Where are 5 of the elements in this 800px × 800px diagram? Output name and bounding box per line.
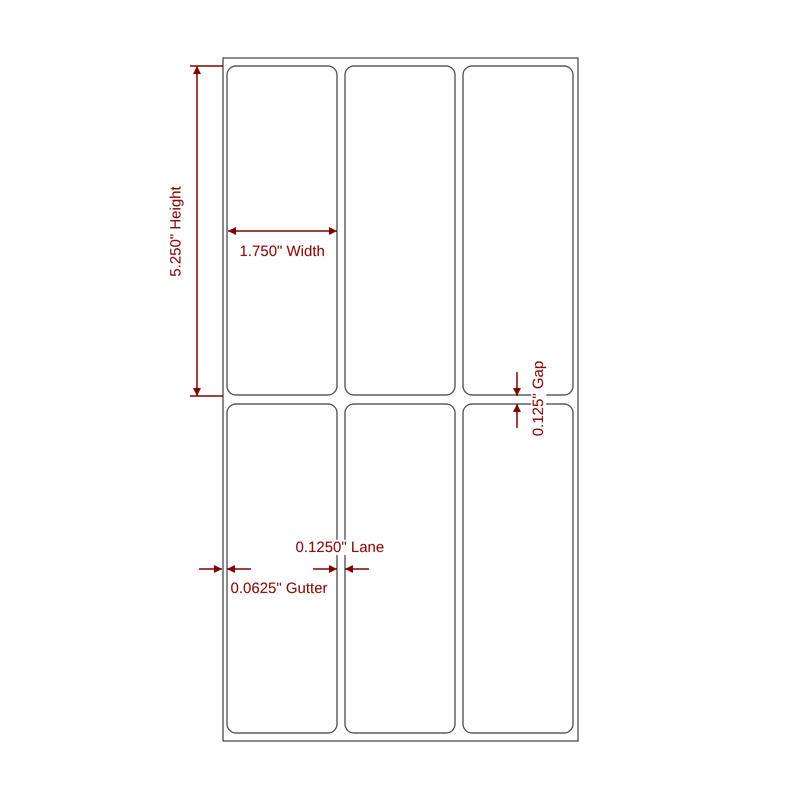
height-dimension-label: 5.250" Height [168, 184, 184, 278]
gap-dimension-label: 0.125" Gap [530, 359, 546, 437]
gutter-dimension-label: 0.0625" Gutter [230, 580, 329, 596]
width-dimension-label: 1.750" Width [238, 244, 326, 258]
lane-dimension-label: 0.1250" Lane [294, 540, 386, 554]
